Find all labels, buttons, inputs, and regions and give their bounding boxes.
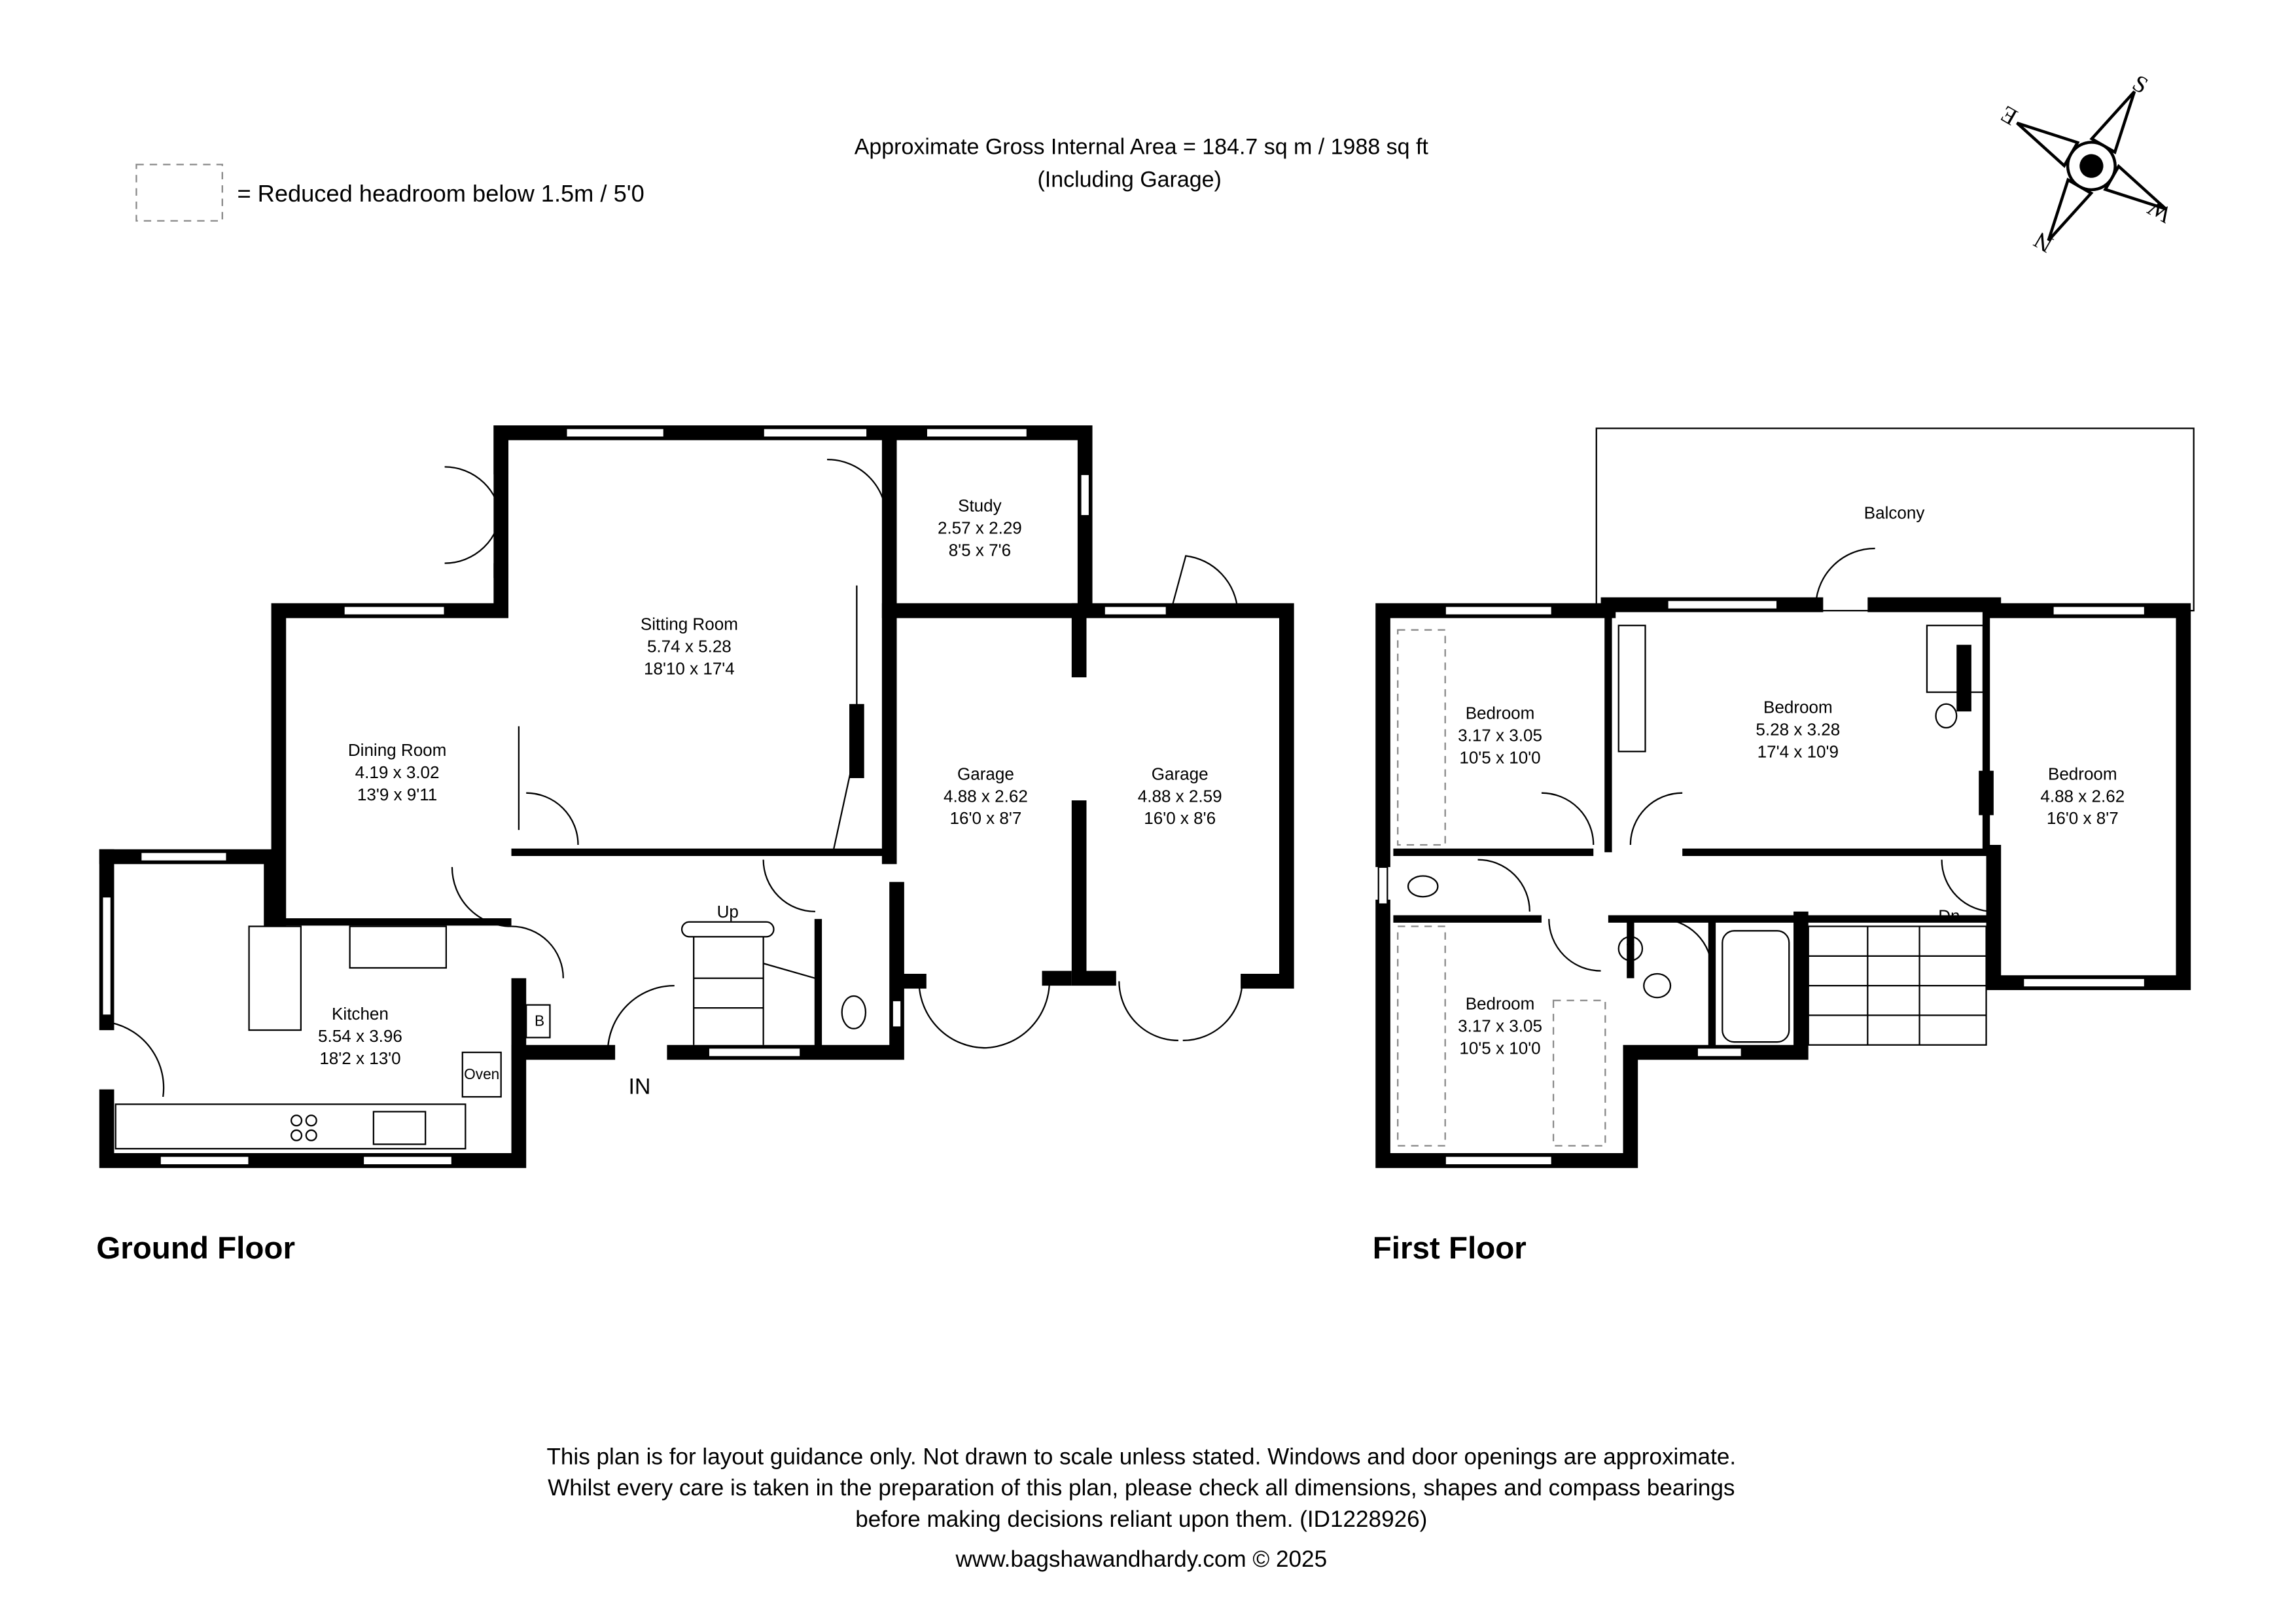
disclaimer-line-3: before making decisions reliant upon the…	[855, 1507, 1427, 1532]
compass-w: W	[2143, 194, 2176, 228]
svg-text:10'5 x 10'0: 10'5 x 10'0	[1459, 1038, 1540, 1058]
svg-text:Dining Room: Dining Room	[348, 740, 446, 760]
reduced-headroom-legend-swatch	[135, 164, 223, 222]
room-sitting-room: Sitting Room 5.74 x 5.28 18'10 x 17'4	[641, 615, 738, 679]
svg-text:13'9 x 9'11: 13'9 x 9'11	[357, 785, 437, 804]
svg-text:Bedroom: Bedroom	[1466, 703, 1535, 722]
stairs-up-label: Up	[717, 902, 739, 921]
svg-text:Bedroom: Bedroom	[1466, 993, 1535, 1013]
disclaimer-line-1: This plan is for layout guidance only. N…	[546, 1444, 1736, 1470]
compass-e: E	[1996, 101, 2022, 131]
gross-area: Approximate Gross Internal Area = 184.7 …	[855, 135, 1429, 160]
room-garage-1: Garage 4.88 x 2.62 16'0 x 8'7	[944, 764, 1028, 828]
compass-icon	[2016, 90, 2167, 241]
oven-label: Oven	[464, 1065, 499, 1082]
room-bedroom-1: Bedroom 3.17 x 3.05 10'5 x 10'0	[1458, 703, 1542, 767]
room-bedroom-4: Bedroom 3.17 x 3.05 10'5 x 10'0	[1458, 993, 1542, 1058]
svg-text:Garage: Garage	[957, 764, 1014, 783]
room-garage-2: Garage 4.88 x 2.59 16'0 x 8'6	[1138, 764, 1222, 828]
svg-text:3.17 x 3.05: 3.17 x 3.05	[1458, 725, 1542, 745]
ground-floor-windows	[101, 427, 1167, 1166]
svg-text:Kitchen: Kitchen	[332, 1004, 389, 1024]
first-floor-title: First Floor	[1373, 1231, 1527, 1266]
compass-n: N	[2030, 226, 2058, 258]
stairs-down-label: Dn	[1938, 906, 1960, 926]
svg-text:3.17 x 3.05: 3.17 x 3.05	[1458, 1016, 1542, 1035]
svg-text:Study: Study	[958, 495, 1002, 515]
svg-text:10'5 x 10'0: 10'5 x 10'0	[1459, 747, 1540, 767]
svg-text:17'4 x 10'9: 17'4 x 10'9	[1757, 741, 1839, 761]
first-floor-walls	[1375, 597, 2191, 1168]
svg-text:Garage: Garage	[1152, 764, 1209, 783]
svg-text:Sitting Room: Sitting Room	[641, 615, 738, 634]
first-floor-windows	[1377, 599, 2146, 1166]
svg-text:18'10 x 17'4: 18'10 x 17'4	[644, 659, 735, 679]
svg-text:16'0 x 8'7: 16'0 x 8'7	[950, 808, 1022, 828]
svg-text:5.54 x 3.96: 5.54 x 3.96	[318, 1026, 402, 1046]
reduced-headroom-legend: = Reduced headroom below 1.5m / 5'0	[237, 180, 644, 207]
ground-floor-title: Ground Floor	[96, 1231, 295, 1266]
ground-floor-fixtures	[111, 458, 1243, 1150]
boiler-label: B	[535, 1012, 544, 1029]
svg-text:5.74 x 5.28: 5.74 x 5.28	[647, 637, 732, 656]
room-bedroom-2: Bedroom 5.28 x 3.28 17'4 x 10'9	[1756, 697, 1840, 761]
svg-text:5.28 x 3.28: 5.28 x 3.28	[1756, 719, 1840, 739]
svg-text:Bedroom: Bedroom	[1763, 697, 1833, 717]
room-kitchen: Kitchen 5.54 x 3.96 18'2 x 13'0	[318, 1004, 402, 1068]
compass-s: S	[2128, 69, 2152, 99]
tank-label: T	[1627, 942, 1634, 956]
ground-floor-walls	[99, 425, 1294, 1168]
entrance-label: IN	[629, 1074, 651, 1099]
balcony-label: Balcony	[1864, 503, 1925, 523]
website-copyright: www.bagshawandhardy.com © 2025	[955, 1546, 1328, 1572]
svg-text:18'2 x 13'0: 18'2 x 13'0	[319, 1048, 400, 1068]
svg-text:4.88 x 2.59: 4.88 x 2.59	[1138, 786, 1222, 806]
svg-text:16'0 x 8'7: 16'0 x 8'7	[2047, 808, 2119, 828]
svg-text:2.57 x 2.29: 2.57 x 2.29	[938, 518, 1022, 537]
room-study: Study 2.57 x 2.29 8'5 x 7'6	[938, 495, 1022, 560]
svg-text:4.19 x 3.02: 4.19 x 3.02	[355, 762, 440, 782]
gross-area-note: (Including Garage)	[1037, 167, 1221, 192]
first-floor-fixtures	[1397, 547, 1994, 1147]
svg-text:Bedroom: Bedroom	[2048, 764, 2117, 783]
disclaimer-line-2: Whilst every care is taken in the prepar…	[548, 1475, 1735, 1501]
svg-text:8'5 x 7'6: 8'5 x 7'6	[949, 540, 1011, 560]
room-bedroom-3: Bedroom 4.88 x 2.62 16'0 x 8'7	[2040, 764, 2125, 828]
room-dining-room: Dining Room 4.19 x 3.02 13'9 x 9'11	[348, 740, 446, 804]
svg-text:4.88 x 2.62: 4.88 x 2.62	[944, 786, 1028, 806]
svg-text:16'0 x 8'6: 16'0 x 8'6	[1144, 808, 1216, 828]
svg-text:4.88 x 2.62: 4.88 x 2.62	[2040, 786, 2125, 806]
